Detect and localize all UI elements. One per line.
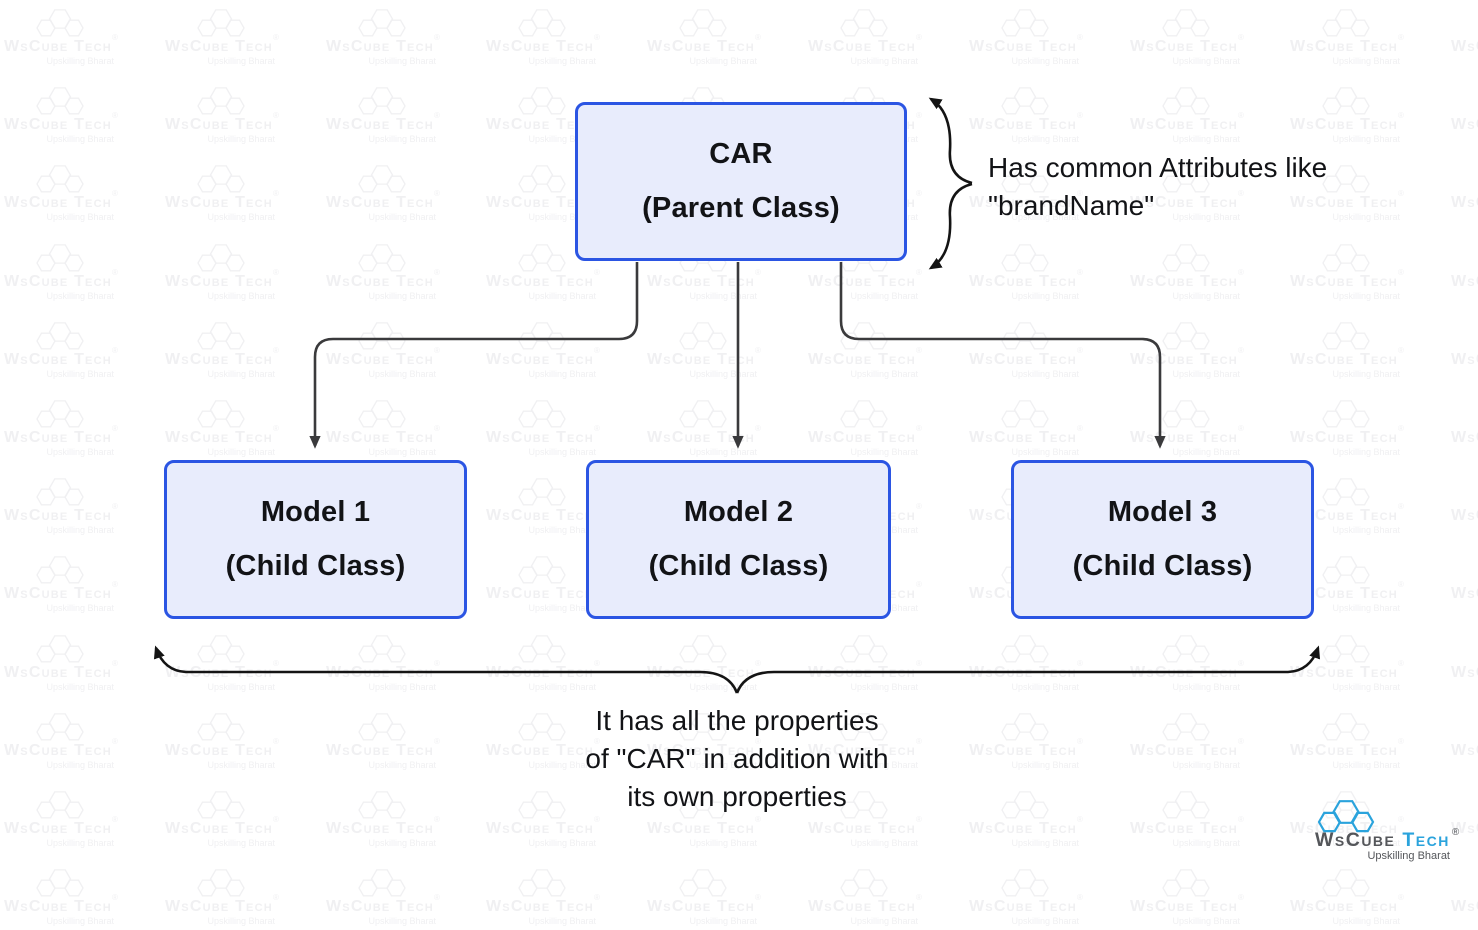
parent-class-label: CAR (Parent Class) bbox=[642, 128, 840, 235]
child-class-subtitle: (Child Class) bbox=[648, 549, 829, 582]
child-class-box-2: Model 2 (Child Class) bbox=[586, 460, 891, 619]
watermark-registered-mark: ® bbox=[434, 893, 440, 902]
attributes-brace-bottom-arrow bbox=[928, 182, 973, 270]
child-properties-line-1: It has all the properties bbox=[595, 705, 879, 736]
child-class-box-3: Model 3 (Child Class) bbox=[1011, 460, 1314, 619]
watermark-tagline: Upskilling Bharat bbox=[207, 916, 275, 926]
watermark-tagline: Upskilling Bharat bbox=[1333, 916, 1401, 926]
attributes-brace-top-arrow bbox=[928, 97, 973, 185]
watermark-text: WsCube Tech bbox=[808, 898, 916, 915]
logo-wordmark: WsCube Tech® bbox=[1315, 827, 1460, 851]
watermark-registered-mark: ® bbox=[755, 893, 761, 902]
watermark-tagline: Upskilling Bharat bbox=[1172, 916, 1240, 926]
watermark-registered-mark: ® bbox=[916, 893, 922, 902]
watermark-tagline: Upskilling Bharat bbox=[46, 916, 114, 926]
watermark-tagline: Upskilling Bharat bbox=[368, 916, 436, 926]
child-class-title: Model 1 bbox=[260, 495, 371, 528]
child-class-label-2: Model 2 (Child Class) bbox=[649, 486, 829, 593]
child-class-label-1: Model 1 (Child Class) bbox=[226, 486, 406, 593]
parent-class-title: CAR bbox=[709, 137, 773, 170]
watermark-text: WsCube Tech bbox=[969, 898, 1077, 915]
logo-hexagon-icon bbox=[1332, 800, 1360, 824]
watermark-tagline: Upskilling Bharat bbox=[850, 916, 918, 926]
properties-brace-left-arrow bbox=[153, 645, 739, 694]
logo-text-secondary: Tech bbox=[1402, 829, 1449, 851]
parent-class-box: CAR (Parent Class) bbox=[575, 102, 907, 261]
watermark-text: WsCube Tech bbox=[1451, 898, 1478, 915]
child-properties-line-2: of "CAR" in addition with bbox=[585, 743, 889, 774]
diagram-arrows bbox=[153, 97, 1321, 694]
child-class-subtitle: (Child Class) bbox=[1072, 549, 1253, 582]
child-properties-annotation: It has all the properties of "CAR" in ad… bbox=[447, 702, 1027, 816]
watermark-tagline: Upskilling Bharat bbox=[529, 916, 597, 926]
watermark-registered-mark: ® bbox=[1077, 893, 1083, 902]
watermark-text: WsCube Tech bbox=[326, 898, 434, 915]
child-class-subtitle: (Child Class) bbox=[225, 549, 406, 582]
watermark-tagline: Upskilling Bharat bbox=[1011, 916, 1079, 926]
watermark-registered-mark: ® bbox=[273, 893, 279, 902]
child-properties-line-3: its own properties bbox=[627, 781, 847, 812]
watermark-registered-mark: ® bbox=[1398, 893, 1404, 902]
watermark-registered-mark: ® bbox=[112, 893, 118, 902]
parent-attributes-line-2: "brandName" bbox=[988, 190, 1155, 221]
connector-arrow-left bbox=[309, 262, 639, 449]
parent-attributes-annotation: Has common Attributes like "brandName" bbox=[988, 149, 1428, 225]
child-class-title: Model 2 bbox=[683, 495, 794, 528]
watermark-text: WsCube Tech bbox=[165, 898, 273, 915]
child-class-title: Model 3 bbox=[1107, 495, 1218, 528]
connector-arrow-right bbox=[839, 262, 1166, 449]
watermark-registered-mark: ® bbox=[594, 893, 600, 902]
logo-tagline: Upskilling Bharat bbox=[1367, 850, 1450, 862]
watermark-text: WsCube Tech bbox=[4, 898, 112, 915]
wscube-logo: WsCube Tech® Upskilling Bharat bbox=[1315, 800, 1460, 862]
logo-registered-mark: ® bbox=[1452, 827, 1460, 838]
watermark-tagline: Upskilling Bharat bbox=[690, 916, 758, 926]
watermark-text: WsCube Tech bbox=[1130, 898, 1238, 915]
parent-class-subtitle: (Parent Class) bbox=[642, 191, 840, 224]
watermark-text: WsCube Tech bbox=[1290, 898, 1398, 915]
child-class-box-1: Model 1 (Child Class) bbox=[164, 460, 467, 619]
watermark-text: WsCube Tech bbox=[647, 898, 755, 915]
parent-attributes-line-1: Has common Attributes like bbox=[988, 152, 1328, 183]
watermark-registered-mark: ® bbox=[1238, 893, 1244, 902]
logo-text-primary: WsCube bbox=[1315, 829, 1395, 851]
child-class-label-3: Model 3 (Child Class) bbox=[1073, 486, 1253, 593]
properties-brace-right-arrow bbox=[735, 645, 1321, 694]
watermark-text: WsCube Tech bbox=[486, 898, 594, 915]
